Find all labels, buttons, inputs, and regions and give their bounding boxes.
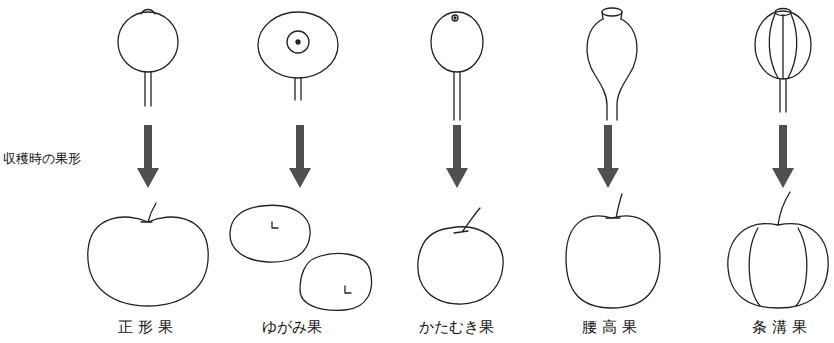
harvest-fruit-grooved <box>728 192 828 308</box>
harvest-fruit-regular <box>88 203 208 306</box>
shape-caption: ゆがみ果 <box>262 318 322 336</box>
down-arrow <box>772 125 794 188</box>
down-arrows <box>137 125 794 188</box>
shape-caption: 腰高果 <box>582 318 643 336</box>
down-arrow <box>137 125 159 188</box>
young-fruit-grooved <box>755 9 811 113</box>
young-fruit-tall <box>587 8 637 120</box>
row-label: 収穫時の果形 <box>3 151 81 167</box>
young-fruit-distorted <box>258 12 338 100</box>
harvest-fruit-tall <box>566 194 660 308</box>
young-fruit-tilted <box>431 12 483 120</box>
shape-caption: 正形果 <box>118 318 179 336</box>
shape-caption: 条溝果 <box>752 318 813 336</box>
down-arrow <box>289 125 311 188</box>
shape-caption: かたむき果 <box>419 318 494 336</box>
harvest-fruit-tilted <box>418 208 503 304</box>
down-arrow <box>446 125 468 188</box>
young-fruit-regular <box>118 10 178 107</box>
down-arrow <box>597 125 619 188</box>
harvest-fruit-distorted <box>230 205 372 310</box>
